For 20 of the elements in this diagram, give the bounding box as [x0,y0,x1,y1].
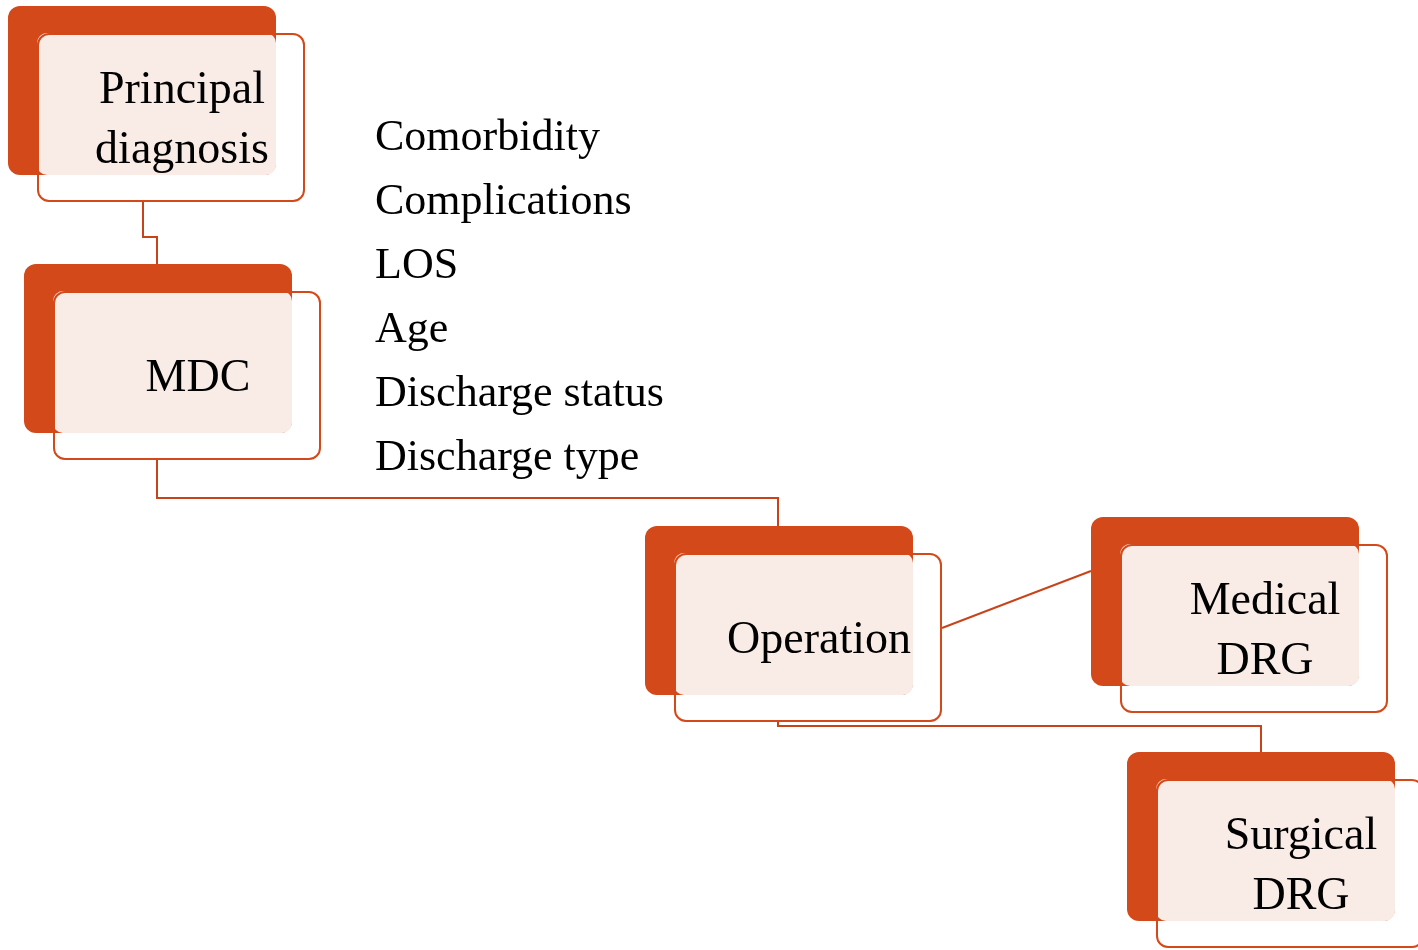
node-label: Medical DRG [1188,571,1342,686]
factor-label: Complications [375,174,633,226]
factor-label: LOS [375,238,460,290]
factor-label: Discharge status [375,366,664,418]
connector-line [142,201,158,265]
connector-line [777,721,1262,753]
connector-line [941,570,1092,629]
node-label: MDC [145,348,251,403]
factor-label: Discharge type [375,430,641,482]
process-box [8,6,307,204]
factor-label: Age [375,302,450,354]
node-label: Principal diagnosis [94,60,270,175]
node-label: Operation [727,610,911,665]
process-box [645,526,944,724]
connector-line [156,459,779,527]
process-box [1127,752,1418,950]
process-box [1091,517,1390,715]
node-label: Surgical DRG [1223,806,1379,921]
factor-label: Comorbidity [375,110,601,162]
process-box [24,264,323,462]
